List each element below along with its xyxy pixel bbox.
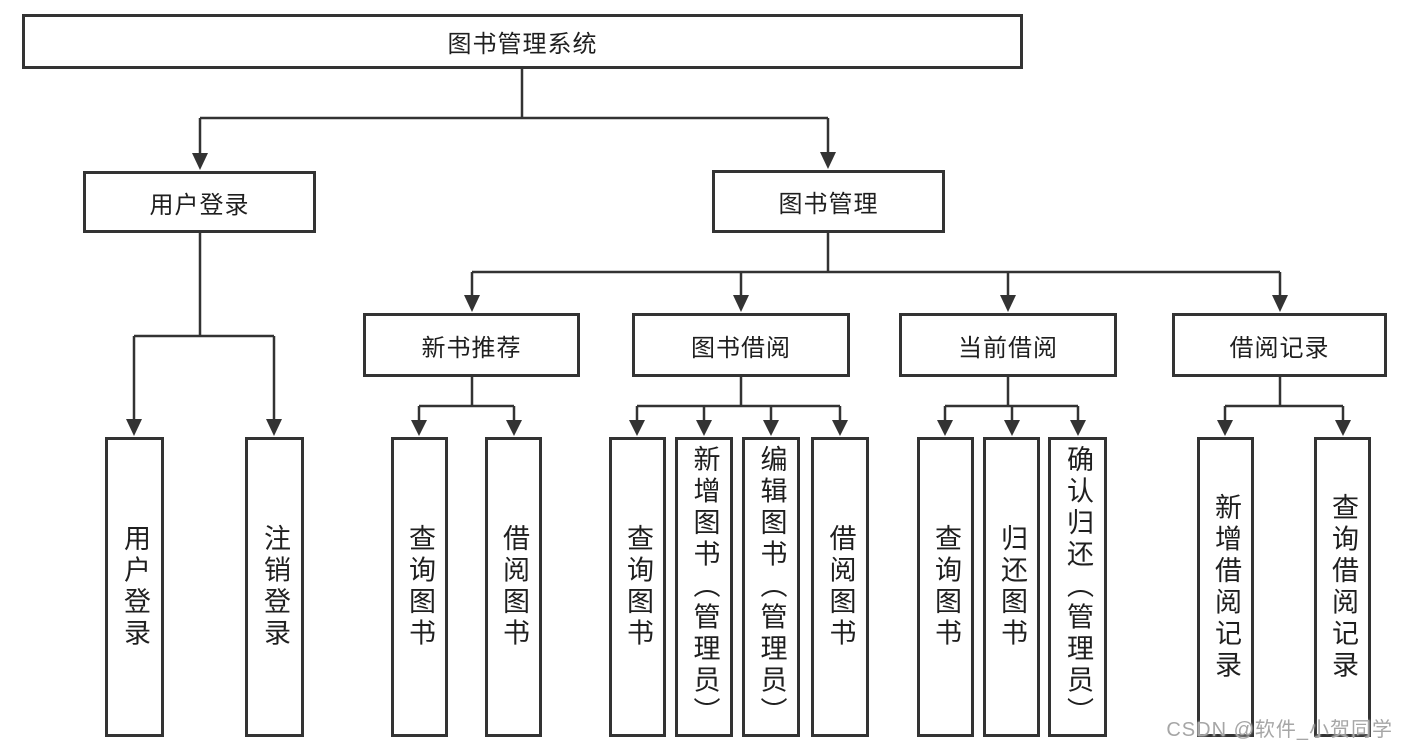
node-book-management: 图书管理 xyxy=(712,170,945,233)
node-borrowing-records: 借阅记录 xyxy=(1172,313,1387,377)
node-root-library-system: 图书管理系统 xyxy=(22,14,1023,69)
leaf-user-login: 用户登录 xyxy=(105,437,164,737)
node-label: 当前借阅 xyxy=(958,334,1058,362)
leaf-query-borrow-record: 查询借阅记录 xyxy=(1314,437,1371,737)
leaf-query-books-borrowing: 查询图书 xyxy=(609,437,666,737)
csdn-watermark: CSDN @软件_小贺同学 xyxy=(1166,719,1393,741)
node-user-login: 用户登录 xyxy=(83,171,316,233)
node-label: 确认归还（管理员） xyxy=(1063,445,1093,729)
leaf-borrow-books-borrowing: 借阅图书 xyxy=(811,437,869,737)
leaf-confirm-return-admin: 确认归还（管理员） xyxy=(1048,437,1107,737)
node-label: 新增图书（管理员） xyxy=(689,445,720,729)
node-label: 借阅图书 xyxy=(825,524,856,650)
leaf-add-book-admin: 新增图书（管理员） xyxy=(675,437,733,737)
node-label: 用户登录 xyxy=(120,524,150,650)
node-label: 借阅记录 xyxy=(1229,334,1330,362)
leaf-borrow-books-recommend: 借阅图书 xyxy=(485,437,542,737)
node-label: 注销登录 xyxy=(260,524,290,650)
node-label: 查询图书 xyxy=(623,524,653,650)
leaf-add-borrow-record: 新增借阅记录 xyxy=(1197,437,1254,737)
node-label: 查询图书 xyxy=(931,524,961,650)
node-new-book-recommendation: 新书推荐 xyxy=(363,313,580,377)
node-label: 查询图书 xyxy=(405,524,435,650)
leaf-edit-book-admin: 编辑图书（管理员） xyxy=(742,437,800,737)
node-label: 查询借阅记录 xyxy=(1328,492,1358,682)
leaf-logout: 注销登录 xyxy=(245,437,304,737)
node-label: 图书借阅 xyxy=(691,334,791,362)
leaf-query-books-current: 查询图书 xyxy=(917,437,974,737)
node-label: 编辑图书（管理员） xyxy=(756,445,787,729)
node-label: 新增借阅记录 xyxy=(1211,492,1241,682)
node-label: 归还图书 xyxy=(997,524,1027,650)
node-label: 借阅图书 xyxy=(499,524,529,650)
leaf-query-books-recommend: 查询图书 xyxy=(391,437,448,737)
leaf-return-book: 归还图书 xyxy=(983,437,1040,737)
node-label: 新书推荐 xyxy=(421,334,522,362)
node-current-borrowing: 当前借阅 xyxy=(899,313,1117,377)
node-label: 图书管理 xyxy=(778,191,879,218)
node-book-borrowing: 图书借阅 xyxy=(632,313,850,377)
node-label: 图书管理系统 xyxy=(447,31,598,58)
node-label: 用户登录 xyxy=(149,191,250,219)
